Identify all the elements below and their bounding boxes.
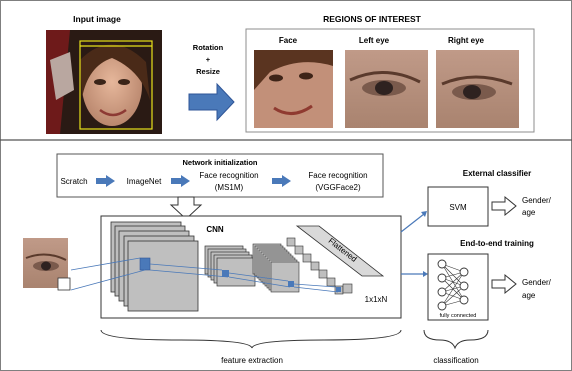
conv-layer-stack-3: [252, 243, 300, 293]
roi-label-face: Face: [279, 36, 298, 45]
fc-label: fully connected: [440, 313, 477, 319]
end-to-end-output-gender: Gender/: [522, 278, 552, 287]
input-image: [46, 30, 162, 134]
init-step-vggface2: (VGGFace2): [315, 183, 361, 192]
end-to-end-title: End-to-end training: [460, 239, 534, 248]
transform-label-rotation: Rotation: [193, 43, 224, 52]
connection-lines: [70, 257, 339, 293]
init-step-imagenet: ImageNet: [127, 177, 162, 186]
external-output-gender: Gender/: [522, 196, 552, 205]
fc-box: [427, 253, 489, 321]
left-eye-crop-image: [345, 50, 428, 128]
output-cube: [342, 283, 353, 294]
arrow-icon: [272, 175, 291, 187]
neural-net-icon: [437, 259, 469, 311]
arrow-icon: [96, 175, 115, 187]
svm-label: SVM: [449, 203, 467, 212]
classification-label: classification: [433, 356, 478, 365]
arrow-icon: [188, 82, 235, 122]
init-step-ms1m-title: Face recognition: [199, 171, 258, 180]
flattened-layer: [295, 225, 385, 277]
roi-label-left-eye: Left eye: [359, 36, 390, 45]
down-arrow-icon: [169, 196, 203, 220]
network-init-box: [56, 153, 384, 198]
svm-box: [427, 186, 489, 227]
input-image-title: Input image: [73, 14, 121, 24]
feature-extraction-label: feature extraction: [221, 356, 283, 365]
cnn-title: CNN: [206, 225, 224, 234]
init-step-scratch: Scratch: [60, 177, 87, 186]
feature-extraction-brace: [100, 329, 402, 349]
cnn-output-label: 1x1xN: [365, 295, 388, 304]
arrow-to-svm: [400, 213, 425, 233]
hollow-arrow-icon: [491, 195, 517, 217]
hollow-arrow-icon: [491, 273, 517, 295]
external-output-age: age: [522, 208, 536, 217]
init-step-ms1m: (MS1M): [215, 183, 244, 192]
eye-patch-image: [23, 238, 71, 291]
network-init-title: Network initialization: [182, 158, 257, 167]
face-crop-image: [254, 50, 333, 128]
pooling-cubes: [286, 237, 344, 295]
roi-label-right-eye: Right eye: [448, 36, 485, 45]
face-bounding-box: [79, 40, 153, 130]
transform-label-resize: Resize: [196, 67, 220, 76]
conv-layer-stack-1: [110, 221, 199, 312]
transform-label-plus: +: [206, 55, 211, 64]
conv-layer-stack-2: [204, 245, 256, 287]
external-classifier-title: External classifier: [463, 169, 531, 178]
roi-title: REGIONS OF INTEREST: [323, 14, 422, 24]
arrow-icon: [171, 175, 190, 187]
right-eye-crop-image: [436, 50, 519, 128]
classification-brace: [423, 329, 489, 350]
init-step-vggface2-title: Face recognition: [308, 171, 367, 180]
arrow-icon: [421, 211, 427, 217]
arrow-icon: [423, 271, 428, 277]
end-to-end-output-age: age: [522, 291, 536, 300]
